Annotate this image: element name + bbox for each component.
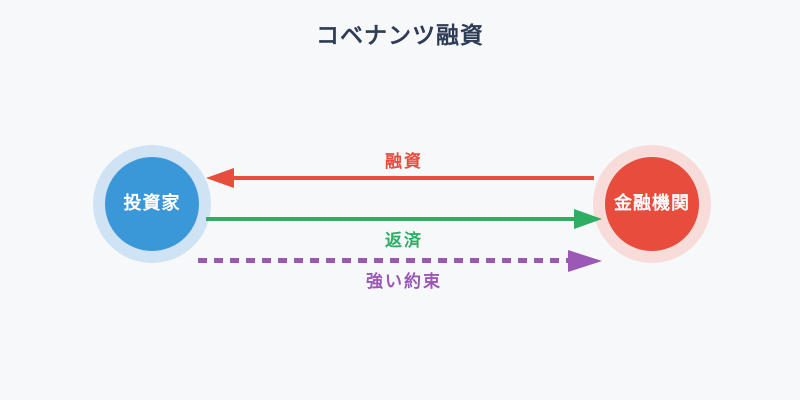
repayment-arrowhead-right-icon — [574, 209, 602, 229]
covenant-arrow-label: 強い約束 — [366, 272, 442, 292]
financial-institution-label: 金融機関 — [614, 193, 690, 215]
loan-arrow-line — [234, 176, 594, 180]
repayment-arrow-label: 返済 — [385, 231, 423, 251]
investor-node: 投資家 — [93, 145, 211, 263]
investor-circle: 投資家 — [105, 157, 199, 251]
financial-institution-node: 金融機関 — [593, 145, 711, 263]
financial-institution-circle: 金融機関 — [605, 157, 699, 251]
repayment-arrow-line — [206, 217, 574, 221]
covenant-arrow-dashed-line — [198, 258, 568, 263]
loan-arrow-label: 融資 — [385, 152, 423, 172]
covenant-arrowhead-right-icon — [568, 250, 602, 272]
diagram-title: コベナンツ融資 — [316, 23, 484, 49]
investor-label: 投資家 — [123, 193, 181, 215]
loan-arrowhead-left-icon — [206, 168, 234, 188]
